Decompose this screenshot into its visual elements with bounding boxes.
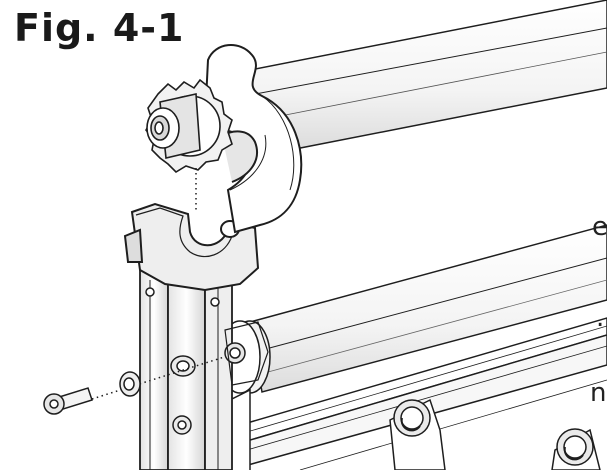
bolt: [43, 387, 93, 415]
edge-text-n: n: [590, 378, 607, 408]
assembly-guide-lines: [91, 168, 241, 400]
screw-hole: [145, 287, 220, 435]
edge-text-e: e: [592, 212, 607, 242]
figure-title: Fig. 4-1: [14, 6, 185, 50]
gear-icon: [145, 78, 233, 174]
screw-hole-nut: [224, 321, 269, 386]
base-frame: [229, 388, 601, 471]
washer: [119, 371, 141, 397]
edge-text-period: .: [596, 303, 605, 333]
roller-tube-upper: [238, 0, 607, 151]
